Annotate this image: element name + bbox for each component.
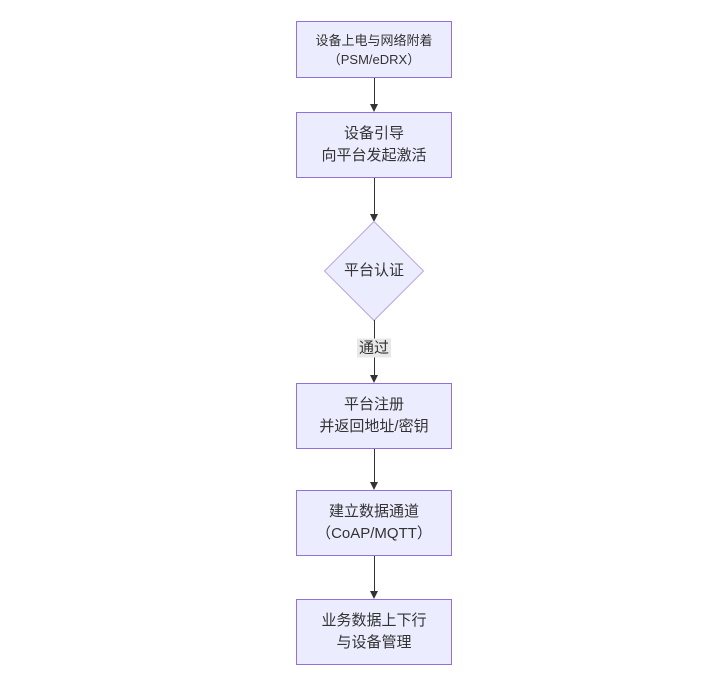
node-line: 设备引导 bbox=[343, 125, 404, 142]
node-line: （CoAP/MQTT） bbox=[316, 525, 432, 542]
flow-arrow bbox=[344, 178, 404, 222]
arrowhead-icon bbox=[370, 482, 378, 490]
edge-label-pass: 通过 bbox=[356, 338, 392, 358]
arrowhead-icon bbox=[370, 104, 378, 112]
node-power-attach: 设备上电与网络附着 （PSM/eDRX） bbox=[296, 21, 452, 78]
node-line: 向平台发起激活 bbox=[321, 147, 427, 164]
node-platform-register: 平台注册 并返回地址/密钥 bbox=[296, 383, 452, 449]
arrow-line bbox=[373, 78, 375, 104]
arrowhead-icon bbox=[370, 214, 378, 222]
node-bootstrap: 设备引导 向平台发起激活 bbox=[296, 112, 452, 178]
node-line: 并返回地址/密钥 bbox=[319, 418, 429, 435]
node-line: 建立数据通道 bbox=[328, 503, 419, 520]
node-data-channel: 建立数据通道 （CoAP/MQTT） bbox=[296, 490, 452, 556]
flow-arrow bbox=[344, 449, 404, 490]
flow-arrow bbox=[344, 78, 404, 112]
arrow-line bbox=[373, 178, 375, 214]
node-line: 与设备管理 bbox=[336, 634, 412, 651]
node-platform-auth: 平台认证 bbox=[323, 220, 425, 322]
flow-arrow bbox=[344, 556, 404, 599]
arrow-line bbox=[373, 449, 375, 482]
node-line: （PSM/eDRX） bbox=[327, 51, 421, 67]
arrow-line bbox=[373, 556, 375, 591]
node-line: 平台认证 bbox=[343, 262, 404, 279]
node-line: 平台注册 bbox=[343, 396, 404, 413]
node-business-data: 业务数据上下行 与设备管理 bbox=[296, 599, 452, 665]
node-line: 业务数据上下行 bbox=[321, 612, 427, 629]
flow-arrow-labeled: 通过 bbox=[344, 320, 404, 383]
flowchart: 设备上电与网络附着 （PSM/eDRX） 设备引导 向平台发起激活 平台认证 通… bbox=[296, 21, 452, 665]
arrowhead-icon bbox=[370, 375, 378, 383]
node-line: 设备上电与网络附着 bbox=[315, 32, 433, 48]
arrowhead-icon bbox=[370, 591, 378, 599]
